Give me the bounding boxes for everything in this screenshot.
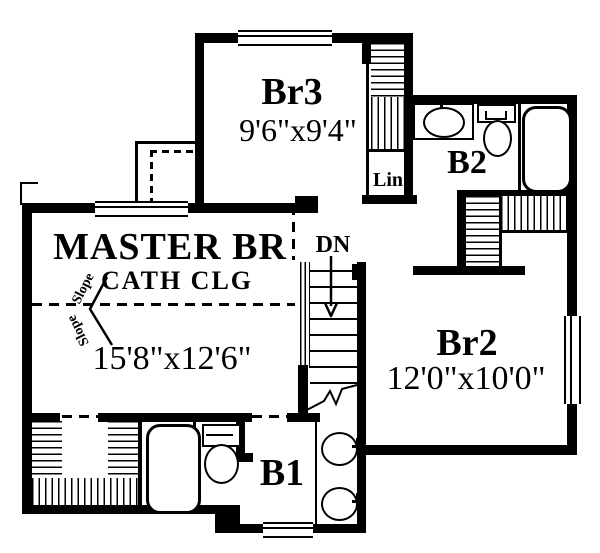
window-b1 (263, 522, 313, 538)
window-pane-line (238, 35, 332, 37)
wall-bath-bottom (22, 505, 218, 514)
wall-br2-bottom (366, 445, 577, 455)
wall-b2-top (410, 95, 577, 104)
line-br3-closet (366, 60, 369, 195)
room-dims-br3: 9'6"x9'4" (239, 112, 357, 148)
line-exterior-notch-v (20, 182, 22, 205)
wall-br3-closet-divider (362, 36, 371, 64)
line-br2closet-shelf (499, 230, 567, 233)
dash-chase-left (150, 150, 153, 203)
stair-treads (310, 270, 357, 388)
faucet-b1-upper-tick (356, 438, 359, 445)
ceiling-note-master: CATH CLG (100, 266, 254, 295)
wall-br2closet-top (457, 190, 577, 196)
line-chase-top (135, 141, 200, 144)
dash-closet-opening (62, 415, 102, 418)
window-master (95, 201, 188, 217)
line-chase-left (135, 141, 138, 205)
faucet-b1-lower-tick (356, 493, 359, 500)
bathtub-b2 (522, 106, 572, 193)
wall-hall-corner (295, 196, 318, 213)
window-pane-line (569, 316, 572, 404)
wall-master-bottom-1 (22, 413, 60, 422)
hatch-wic-left (32, 421, 62, 478)
wall-step-block (215, 505, 240, 533)
room-dims-br2: 12'0"x10'0" (386, 360, 546, 397)
window-br2 (564, 316, 581, 404)
dash-bath-opening (252, 415, 287, 418)
wall-stair-right (357, 262, 366, 533)
faucet-b1-lower (352, 500, 361, 503)
room-label-br3: Br3 (261, 71, 323, 113)
sink-b1-lower (321, 487, 358, 521)
wall-toilet-divider-foot (228, 453, 253, 462)
line-linen-divider (368, 149, 404, 152)
hatch-wic-right (108, 421, 138, 478)
slope-label-lower: Slope (64, 312, 93, 349)
sink-b1-upper (321, 432, 358, 466)
dash-chase-top (150, 150, 197, 153)
room-label-br2: Br2 (436, 322, 498, 364)
faucet-b1-upper (352, 445, 361, 448)
hatch-br2-closet-left (466, 196, 499, 266)
dash-cathedral-ceiling-line (32, 303, 295, 306)
toilet-bowl-master (204, 444, 239, 484)
room-label-b2: B2 (447, 144, 487, 181)
toilet-tank-b2-detail (485, 111, 507, 120)
wall-wic-right (138, 421, 142, 505)
stair-break-line (302, 384, 358, 413)
toilet-tank-line (206, 434, 233, 436)
line-vanity-left (315, 421, 317, 524)
room-dims-master: 15'8"x12'6" (92, 340, 252, 377)
room-label-master: MASTER BR (53, 226, 287, 268)
window-pane-line (95, 206, 188, 208)
hatch-br3-closet-lower (371, 97, 404, 149)
wall-br3-left (195, 33, 204, 213)
wall-stair-left-lower (298, 365, 308, 421)
wall-linen-bottom (362, 195, 417, 204)
wall-right-exterior (567, 95, 577, 455)
window-br3 (238, 30, 332, 46)
wall-closet-right (404, 33, 413, 203)
stairs-down-label: DN (315, 232, 351, 258)
dash-hall-opening (292, 205, 295, 260)
wall-hall-br2 (413, 266, 525, 275)
wall-master-bottom-2 (98, 413, 252, 422)
hatch-br2-closet-right (501, 196, 567, 230)
toilet-bowl-b2 (483, 120, 512, 157)
hatch-wic-bottom (32, 478, 138, 505)
wall-br2closet-left (457, 190, 466, 275)
room-label-linen: Lin (372, 169, 404, 191)
room-label-b1: B1 (259, 452, 305, 494)
wall-master-left (22, 203, 32, 514)
window-pane-line (263, 527, 313, 529)
bathtub-master (146, 424, 201, 514)
slope-label-upper: Slope (69, 270, 98, 307)
stair-railing (300, 262, 310, 368)
line-b2-tub-divider (518, 103, 521, 190)
sink-b2 (423, 107, 465, 138)
faucet-b2 (440, 100, 443, 109)
line-exterior-notch-h (20, 182, 38, 184)
hatch-br3-closet-upper (371, 43, 404, 97)
